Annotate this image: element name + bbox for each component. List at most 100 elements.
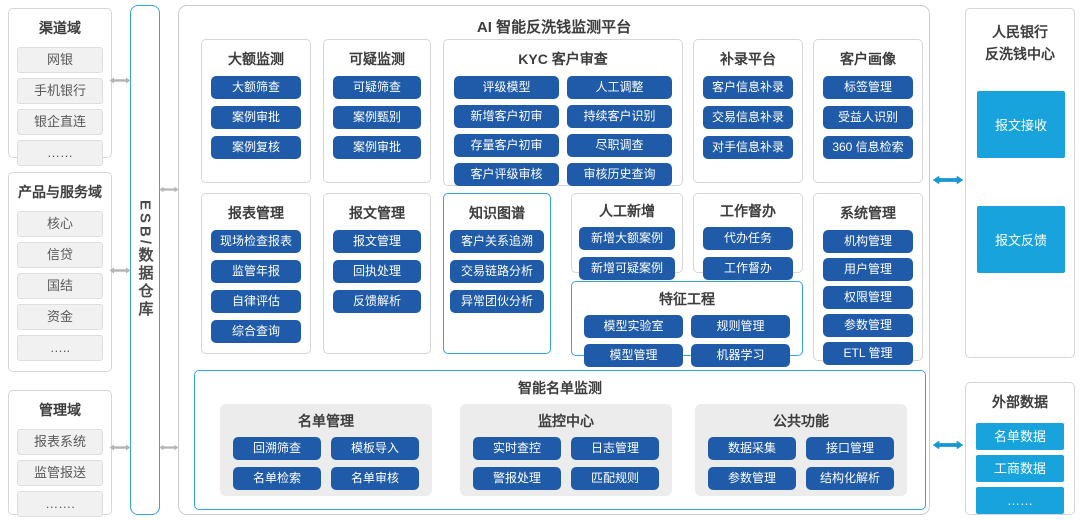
feature-button[interactable]: 案例复核 xyxy=(211,136,301,159)
feature-button[interactable]: 规则管理 xyxy=(691,315,790,338)
feature-button[interactable]: 警报处理 xyxy=(473,467,561,490)
gray-double-arrow xyxy=(159,186,179,193)
pboc-title-line2: 反洗钱中心 xyxy=(985,46,1055,62)
feature-button[interactable]: 实时查控 xyxy=(473,437,561,460)
management-item: 监管报送 xyxy=(17,460,103,486)
module-buttons: 模型实验室规则管理模型管理机器学习 xyxy=(572,315,802,367)
feature-button[interactable]: 标签管理 xyxy=(823,76,913,99)
module-manual-add: 人工新增 新增大额案例新增可疑案例 xyxy=(571,193,683,280)
module-message-management: 报文管理 报文管理回执处理反馈解析 xyxy=(323,193,431,354)
external-data-item[interactable]: 名单数据 xyxy=(976,423,1064,450)
feature-button[interactable]: ETL 管理 xyxy=(823,342,913,365)
feature-button[interactable]: 案例甄别 xyxy=(333,106,421,129)
feature-button[interactable]: 模型管理 xyxy=(584,344,683,367)
feature-button[interactable]: 审核历史查询 xyxy=(567,163,672,186)
feature-button[interactable]: 新增可疑案例 xyxy=(579,257,675,280)
module-customer-profile: 客户画像 标签管理受益人识别 360 信息检索 xyxy=(813,39,923,183)
module-buttons: 报文管理回执处理反馈解析 xyxy=(324,230,430,313)
channel-item: 银企直连 xyxy=(17,109,103,135)
module-buttons: 现场检查报表监管年报自律评估综合查询 xyxy=(202,230,310,343)
feature-button[interactable]: 持续客户识别 xyxy=(567,105,672,128)
feature-button[interactable]: 综合查询 xyxy=(211,320,301,343)
group-buttons: 实时查控日志管理警报处理匹配规则 xyxy=(460,437,672,490)
feature-button[interactable]: 客户信息补录 xyxy=(703,76,793,99)
feature-button[interactable]: 权限管理 xyxy=(823,286,913,309)
gray-double-arrow xyxy=(109,267,131,274)
feature-button[interactable]: 360 信息检索 xyxy=(823,136,913,159)
feature-button[interactable]: 代办任务 xyxy=(703,227,793,250)
management-item: 报表系统 xyxy=(17,429,103,455)
external-data-item[interactable]: 工商数据 xyxy=(976,455,1064,482)
management-items: 报表系统监管报送 ……. xyxy=(9,427,111,517)
module-title: 客户画像 xyxy=(840,51,896,67)
module-title: 知识图谱 xyxy=(469,205,525,221)
gray-double-arrow xyxy=(159,444,179,451)
feature-button[interactable]: 监管年报 xyxy=(211,260,301,283)
feature-button[interactable]: 案例审批 xyxy=(333,136,421,159)
feature-button[interactable]: 现场检查报表 xyxy=(211,230,301,253)
feature-button[interactable]: 反馈解析 xyxy=(333,290,421,313)
management-item: ……. xyxy=(17,491,103,517)
product-item: 核心 xyxy=(17,211,103,237)
external-data-item[interactable]: …… xyxy=(976,487,1064,514)
module-title: 人工新增 xyxy=(599,203,655,219)
feature-button[interactable]: 接口管理 xyxy=(806,437,894,460)
feature-button[interactable]: 结构化解析 xyxy=(806,467,894,490)
module-report-management: 报表管理 现场检查报表监管年报自律评估综合查询 xyxy=(201,193,311,354)
feature-button[interactable]: 新增大额案例 xyxy=(579,227,675,250)
module-buttons: 客户关系追溯交易链路分析异常团伙分析 xyxy=(444,230,550,313)
feature-button[interactable]: 名单审核 xyxy=(331,467,419,490)
pboc-message-feedback[interactable]: 报文反馈 xyxy=(977,206,1065,273)
feature-button[interactable]: 大额筛查 xyxy=(211,76,301,99)
feature-button[interactable]: 新增客户初审 xyxy=(454,105,559,128)
feature-button[interactable]: 交易信息补录 xyxy=(703,106,793,129)
feature-button[interactable]: 自律评估 xyxy=(211,290,301,313)
feature-button[interactable]: 异常团伙分析 xyxy=(450,290,544,313)
module-buttons: 新增大额案例新增可疑案例 xyxy=(572,227,682,280)
feature-button[interactable]: 匹配规则 xyxy=(571,467,659,490)
feature-button[interactable]: 数据采集 xyxy=(708,437,796,460)
feature-button[interactable]: 人工调整 xyxy=(567,76,672,99)
gray-double-arrow xyxy=(109,444,131,451)
external-data-items: 名单数据工商数据 …… xyxy=(966,419,1074,514)
group-title: 公共功能 xyxy=(773,413,829,429)
feature-button[interactable]: 客户评级审核 xyxy=(454,163,559,186)
feature-button[interactable]: 用户管理 xyxy=(823,258,913,281)
feature-button[interactable]: 模型实验室 xyxy=(584,315,683,338)
module-suspicious-monitoring: 可疑监测 可疑筛查案例甄别案例审批 xyxy=(323,39,431,183)
feature-button[interactable]: 回溯筛查 xyxy=(233,437,321,460)
feature-button[interactable]: 参数管理 xyxy=(708,467,796,490)
feature-button[interactable]: 参数管理 xyxy=(823,314,913,337)
feature-button[interactable]: 尽职调查 xyxy=(567,134,672,157)
feature-button[interactable]: 回执处理 xyxy=(333,260,421,283)
feature-button[interactable]: 机构管理 xyxy=(823,230,913,253)
module-buttons: 标签管理受益人识别 360 信息检索 xyxy=(814,76,922,159)
feature-button[interactable]: 名单检索 xyxy=(233,467,321,490)
feature-button[interactable]: 交易链路分析 xyxy=(450,260,544,283)
feature-button[interactable]: 存量客户初审 xyxy=(454,134,559,157)
module-title: 补录平台 xyxy=(720,51,776,67)
feature-button[interactable]: 日志管理 xyxy=(571,437,659,460)
blue-double-arrow xyxy=(932,440,964,450)
esb-label: ESB/数据仓库 xyxy=(136,200,154,320)
module-buttons: 代办任务工作督办 xyxy=(694,227,802,280)
module-large-amount-monitoring: 大额监测 大额筛查案例审批案例复核 xyxy=(201,39,311,183)
pboc-message-receive[interactable]: 报文接收 xyxy=(977,91,1065,158)
feature-button[interactable]: 受益人识别 xyxy=(823,106,913,129)
product-domain-title: 产品与服务域 xyxy=(18,184,102,200)
feature-button[interactable]: 对手信息补录 xyxy=(703,136,793,159)
feature-button[interactable]: 评级模型 xyxy=(454,76,559,99)
module-buttons: 机构管理用户管理权限管理参数管理 ETL 管理 xyxy=(814,230,922,365)
module-feature-engineering: 特征工程 模型实验室规则管理模型管理机器学习 xyxy=(571,281,803,367)
feature-button[interactable]: 案例审批 xyxy=(211,106,301,129)
product-item: ….. xyxy=(17,335,103,361)
domain-box-channel: 渠道域 网银手机银行银企直连…… xyxy=(8,8,112,166)
feature-button[interactable]: 机器学习 xyxy=(691,344,790,367)
feature-button[interactable]: 报文管理 xyxy=(333,230,421,253)
feature-button[interactable]: 可疑筛查 xyxy=(333,76,421,99)
feature-button[interactable]: 工作督办 xyxy=(703,257,793,280)
feature-button[interactable]: 模板导入 xyxy=(331,437,419,460)
section-smart-list-monitoring: 智能名单监测 名单管理 回溯筛查模板导入名单检索名单审核 监控中心 实时查控日志… xyxy=(194,370,926,510)
feature-button[interactable]: 客户关系追溯 xyxy=(450,230,544,253)
